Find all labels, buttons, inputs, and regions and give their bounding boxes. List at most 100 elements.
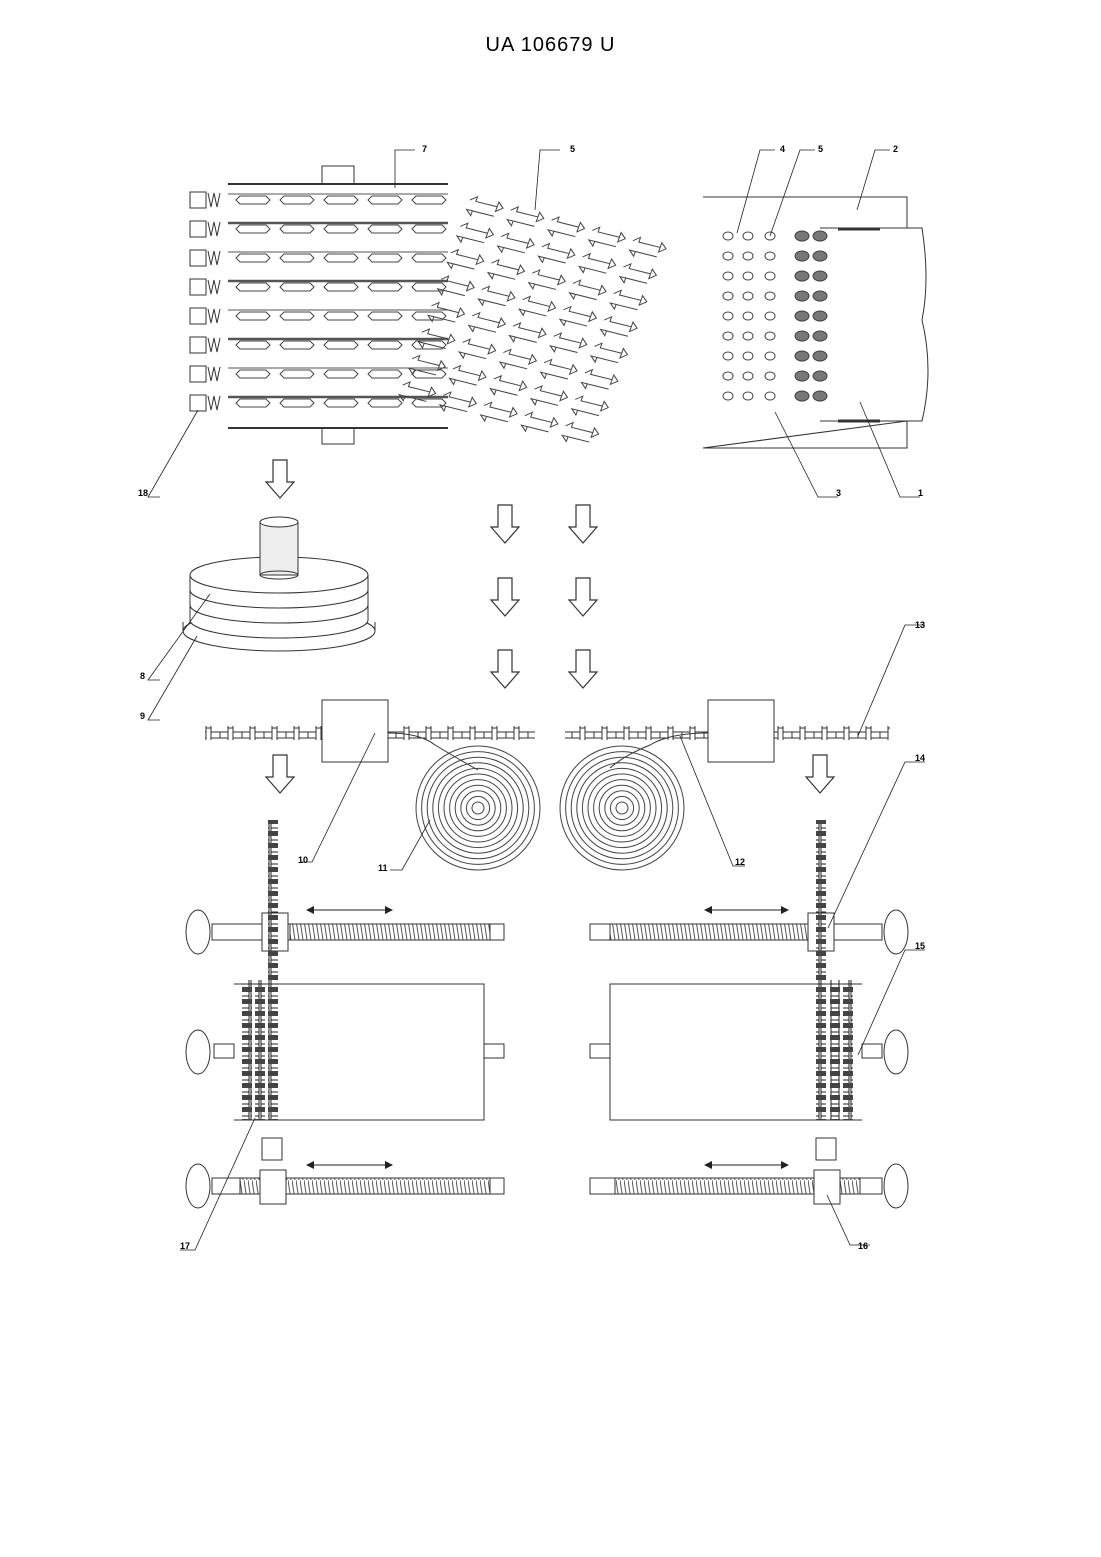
sheet-hole-outline <box>723 312 733 320</box>
down-arrow <box>266 460 294 498</box>
die-slot <box>368 196 402 204</box>
die-slot <box>280 283 314 291</box>
spring-block <box>190 308 206 324</box>
blank-piece <box>568 279 608 306</box>
die-slot <box>236 225 270 233</box>
sheet-hole-outline <box>723 352 733 360</box>
die-slot <box>324 370 358 378</box>
ref-numeral-5-blank: 5 <box>570 144 575 154</box>
sheet-hole-outline <box>743 272 753 280</box>
spring-coil <box>208 367 220 381</box>
die-slot <box>280 196 314 204</box>
blank-piece <box>549 332 589 359</box>
spiral-turn <box>582 768 661 847</box>
blank-piece <box>537 242 577 269</box>
ref-numeral-1: 1 <box>918 488 923 498</box>
sheet-hole-punched <box>813 351 827 361</box>
sheet-hole-outline <box>743 392 753 400</box>
die-slot <box>236 254 270 262</box>
die-slot <box>324 283 358 291</box>
blank-piece <box>477 285 517 312</box>
ref-numeral-10: 10 <box>298 855 308 865</box>
spring-coil <box>208 309 220 323</box>
die-slot <box>236 341 270 349</box>
spiral-turn <box>416 746 540 870</box>
sheet-hole-punched <box>795 231 809 241</box>
sheet-hole-outline <box>743 252 753 260</box>
sheet-hole-punched <box>813 291 827 301</box>
spiral-turn <box>433 763 523 853</box>
die-slot <box>236 283 270 291</box>
blank-piece <box>546 216 586 243</box>
sheet-hole-outline <box>743 312 753 320</box>
spring-block <box>190 337 206 353</box>
sheet-hole-outline <box>723 372 733 380</box>
blank-piece <box>587 226 627 253</box>
sheet-hole-outline <box>765 272 775 280</box>
blank-piece <box>455 222 495 249</box>
spiral-turn <box>455 785 501 831</box>
die-slot <box>412 225 446 233</box>
sheet-hole-punched <box>795 331 809 341</box>
sheet-hole-punched <box>795 251 809 261</box>
sheet-hole-punched <box>813 231 827 241</box>
down-arrow <box>806 755 834 793</box>
die-slot <box>412 196 446 204</box>
spiral-turn <box>610 796 633 819</box>
sheet-hole-punched <box>813 271 827 281</box>
spring-coil <box>208 396 220 410</box>
blank-piece <box>457 338 497 365</box>
die-slot <box>280 225 314 233</box>
sheet-hole-outline <box>723 232 733 240</box>
blank-piece <box>539 358 579 385</box>
die-slot <box>368 312 402 320</box>
sheet-hole-punched <box>813 391 827 401</box>
sheet-hole-punched <box>813 371 827 381</box>
spiral-turn <box>577 763 667 853</box>
spiral-turn <box>444 774 512 842</box>
die-slot <box>280 341 314 349</box>
ref-numeral-12: 12 <box>735 857 745 867</box>
spring-block <box>190 279 206 295</box>
ref-numeral-16: 16 <box>858 1241 868 1251</box>
spiral-turn <box>560 746 684 870</box>
ref-numeral-13: 13 <box>915 620 925 630</box>
die-slot <box>280 254 314 262</box>
down-arrow <box>569 505 597 543</box>
down-arrow <box>491 578 519 616</box>
spiral-turn <box>427 757 529 859</box>
die-slot <box>324 399 358 407</box>
blank-piece <box>489 374 529 401</box>
die-slot <box>324 312 358 320</box>
sheet-hole-punched <box>795 391 809 401</box>
spring-block <box>190 250 206 266</box>
sheet-hole-outline <box>723 392 733 400</box>
blank-piece <box>467 311 507 338</box>
spring-coil <box>208 280 220 294</box>
sheet-hole-outline <box>765 392 775 400</box>
down-arrow <box>569 650 597 688</box>
down-arrow <box>491 650 519 688</box>
die-slot <box>324 341 358 349</box>
die-slot <box>368 254 402 262</box>
spiral-turn <box>599 785 645 831</box>
blank-piece <box>529 384 569 411</box>
sheet-hole-punched <box>813 331 827 341</box>
sheet-hole-punched <box>813 311 827 321</box>
blank-piece <box>618 262 658 289</box>
blank-piece <box>560 421 600 448</box>
spring-block <box>190 221 206 237</box>
ref-numeral-5-sheet: 5 <box>818 144 823 154</box>
die-slot <box>412 370 446 378</box>
sheet-hole-outline <box>765 352 775 360</box>
spiral-turn <box>438 768 517 847</box>
blank-piece <box>527 269 567 296</box>
die-slot <box>324 196 358 204</box>
blank-piece <box>486 258 526 285</box>
blank-piece <box>580 368 620 395</box>
ref-numeral-3: 3 <box>836 488 841 498</box>
die-slot <box>280 312 314 320</box>
blank-piece <box>577 252 617 279</box>
sheet-hole-punched <box>813 251 827 261</box>
